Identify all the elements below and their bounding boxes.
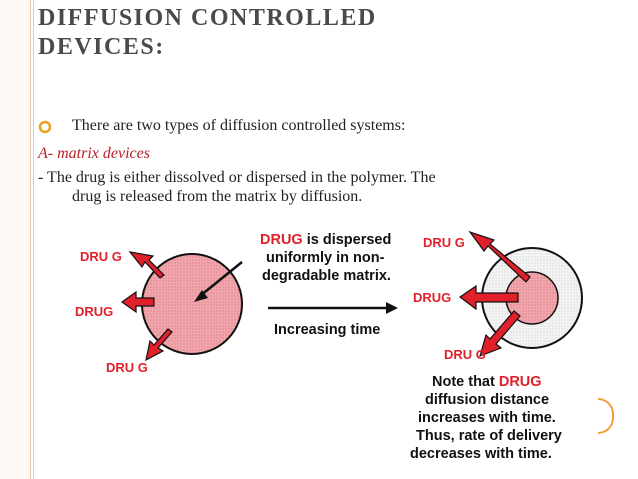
drug-label: DRU G [106,360,148,375]
release-arrow [145,328,173,362]
caption-drug: DRUG [260,232,303,248]
drug-label: DRU G [80,249,122,264]
time-arrow-label: Increasing time [274,322,380,338]
drug-label: DRU G [444,347,486,362]
bullet-text: There are two types of diffusion control… [72,117,406,134]
caption-line: uniformly in non- [266,250,385,266]
description: - The drug is either dissolved or disper… [38,168,610,206]
caption-line: DRUG is dispersed [260,232,391,248]
release-arrow [468,230,531,283]
note-line: Thus, rate of delivery [416,428,562,444]
caption-line: degradable matrix. [262,268,391,284]
slide-left-border [0,0,30,479]
description-line: - The drug is either dissolved or disper… [38,169,436,186]
subheading: A- matrix devices [38,145,150,162]
description-line: drug is released from the matrix by diff… [72,188,363,205]
release-arrow [128,251,165,279]
drug-label: DRUG [413,290,451,305]
caption-rest: is dispersed [303,232,392,248]
title-line: DIFFUSION CONTROLLED [38,5,377,31]
title-line: DEVICES: [38,34,165,60]
note-line: decreases with time. [410,446,552,462]
note-drug: DRUG [499,374,542,390]
border-line [33,0,34,479]
note-prefix: Note that [432,374,499,390]
release-arrow [479,310,521,357]
note-line: Note that DRUG [432,374,542,390]
slide-title: DIFFUSION CONTROLLED DEVICES: [38,4,598,62]
bullet-ring-icon [38,120,52,134]
release-arrow [120,290,155,314]
pointer-arrow [194,261,243,302]
border-line [30,0,31,479]
diffusion-diagram: DRU G DRUG DRU G DRUG is dispersed unifo… [75,230,583,462]
drug-label: DRU G [423,235,465,250]
release-arrow [458,284,519,311]
note-line: diffusion distance [425,392,549,408]
note-line: increases with time. [418,410,556,426]
drug-label: DRUG [75,304,113,319]
time-arrow [268,302,398,314]
